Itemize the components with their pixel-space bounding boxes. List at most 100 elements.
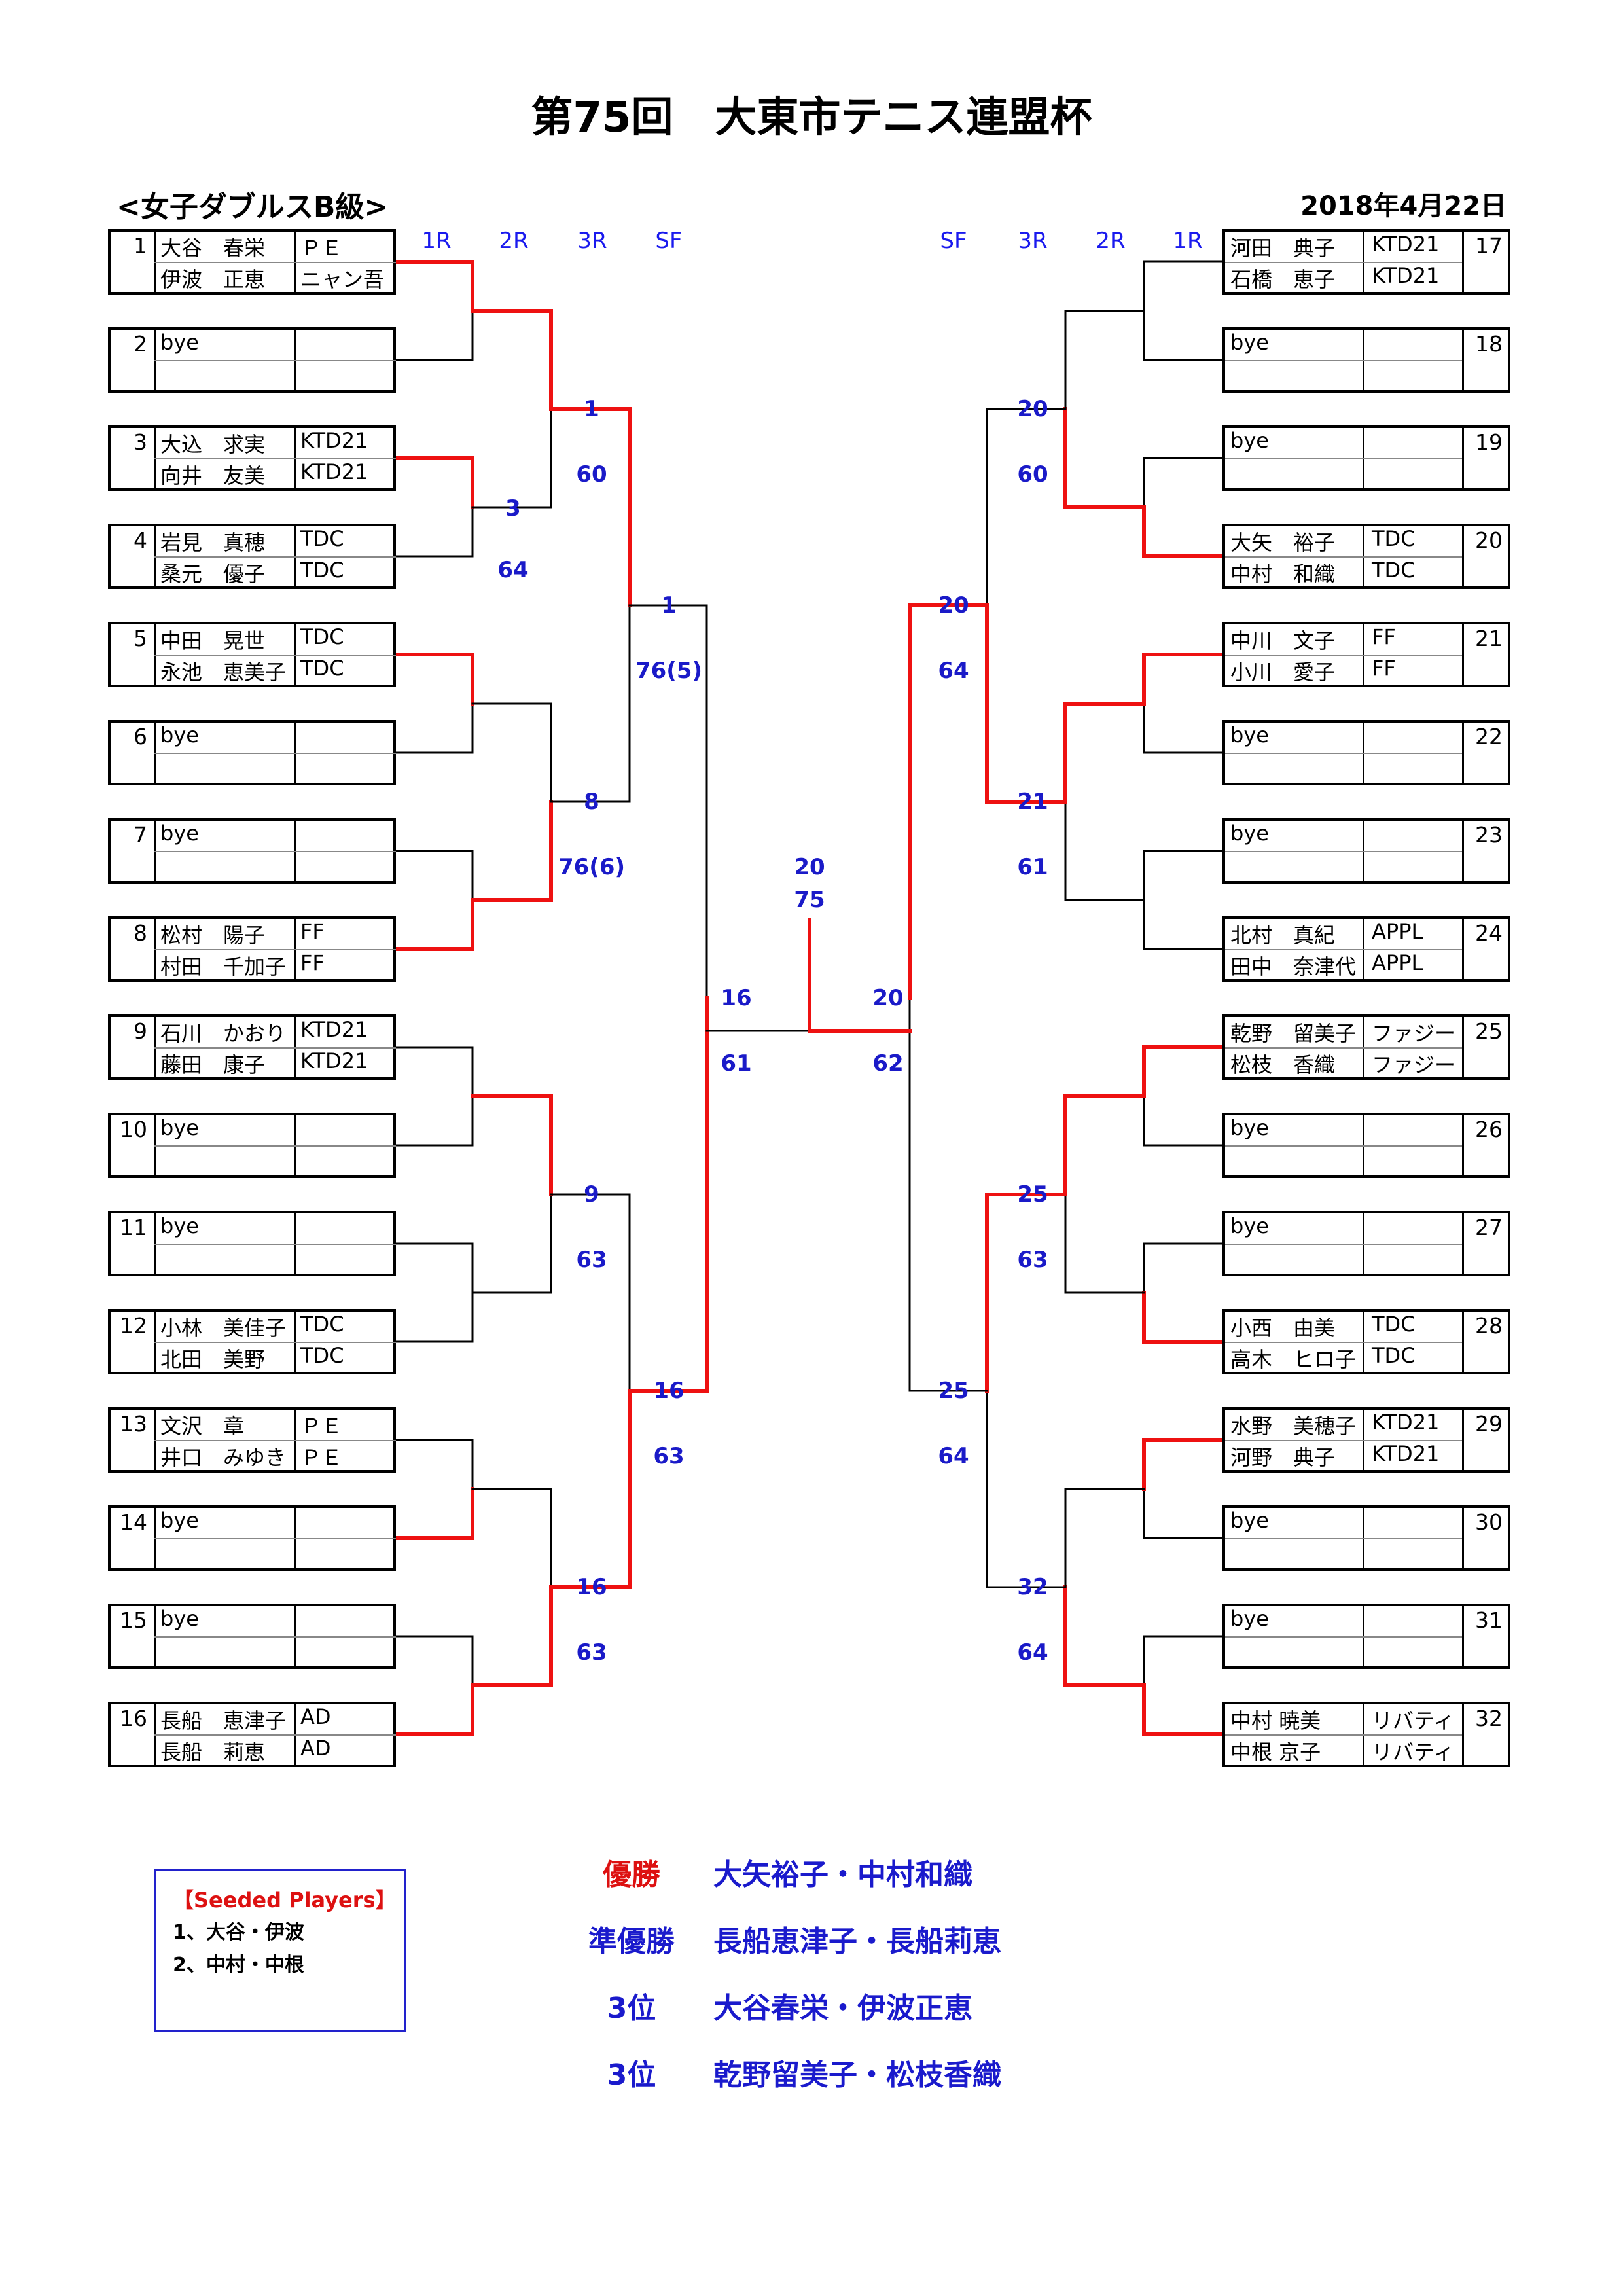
bracket-line [1143, 457, 1224, 509]
team-name [296, 754, 395, 784]
entry-number: 31 [1475, 1607, 1503, 1633]
winner-path-line [549, 407, 632, 607]
cell-divider [1462, 723, 1464, 783]
player-name: 向井 友美 [160, 463, 266, 488]
column-header: 1R [421, 228, 452, 254]
match-score: 63 [653, 1443, 685, 1469]
winner-path-line [394, 898, 474, 951]
winner-seed: 16 [721, 985, 752, 1011]
player-name: bye [160, 1606, 199, 1631]
team-name: ファジー [1372, 1021, 1456, 1046]
player-name: 藤田 康子 [160, 1052, 266, 1077]
winner-seed: 20 [872, 985, 904, 1011]
winner-seed: 3 [505, 495, 521, 522]
team-name: APPL [1372, 950, 1423, 975]
cell-divider [1462, 1213, 1464, 1274]
column-header: SF [940, 228, 967, 254]
player-name: 小林 美佳子 [160, 1316, 287, 1340]
player-name: bye [1230, 330, 1269, 355]
page-title: 第75回 大東市テニス連盟杯 [531, 94, 1092, 142]
player-name: 河田 典子 [1230, 236, 1336, 260]
bracket-line [1064, 1488, 1145, 1588]
bracket-line [395, 1291, 474, 1343]
team-name: ＰＥ [300, 1445, 343, 1470]
winner-seed: 16 [653, 1378, 685, 1404]
row-divider [154, 1734, 396, 1736]
player-name: 岩見 真穂 [160, 530, 266, 555]
team-name [296, 1539, 395, 1570]
team-name [1368, 1539, 1466, 1570]
draw-entry: bye 18 [1222, 327, 1510, 393]
player-name [1226, 1147, 1363, 1177]
entry-number: 25 [1475, 1018, 1503, 1044]
player-name: bye [1230, 428, 1269, 453]
winner-path-line [1063, 1094, 1146, 1196]
winner-seed: 20 [938, 592, 969, 619]
team-name: KTD21 [1372, 263, 1440, 288]
entry-number: 21 [1475, 626, 1503, 651]
bracket-line [395, 1095, 474, 1147]
row-divider [1225, 753, 1462, 754]
entry-number: 8 [134, 920, 147, 946]
player-name: 長船 恵津子 [160, 1708, 287, 1733]
result-label: 準優勝 [588, 1925, 675, 1958]
bracket-line [1143, 899, 1224, 950]
player-name [1226, 852, 1363, 882]
team-name: KTD21 [1372, 232, 1440, 257]
team-name [1368, 428, 1466, 458]
bracket-line [1143, 1488, 1224, 1539]
bracket-line [1064, 800, 1145, 901]
entry-number: 28 [1475, 1313, 1503, 1338]
player-name [156, 361, 293, 391]
player-name: 小川 愛子 [1230, 660, 1336, 685]
winner-seed: 21 [1017, 789, 1048, 815]
entry-number: 18 [1475, 331, 1503, 357]
player-name: 高木 ヒロ子 [1230, 1347, 1357, 1372]
team-name: AD [300, 1704, 331, 1729]
player-name: bye [160, 330, 199, 355]
team-name: TDC [300, 1312, 344, 1336]
team-name: TDC [300, 526, 344, 551]
entry-number: 15 [120, 1607, 147, 1633]
column-header: 3R [577, 228, 607, 254]
row-divider [1225, 851, 1462, 852]
player-name: bye [160, 1508, 199, 1533]
result-names: 大谷春栄・伊波正恵 [713, 1992, 972, 2025]
player-name: 中根 京子 [1230, 1740, 1321, 1765]
row-divider [154, 1636, 396, 1638]
row-divider [154, 1145, 396, 1147]
row-divider [154, 458, 396, 459]
player-name: bye [160, 821, 199, 846]
team-name [1368, 1147, 1466, 1177]
cell-divider [1462, 1410, 1464, 1470]
team-name [1368, 1115, 1466, 1145]
bracket-line [1143, 850, 1224, 901]
team-name: KTD21 [300, 428, 368, 453]
bracket-line [1143, 1242, 1224, 1294]
seeded-players-title: 【Seeded Players】 [173, 1888, 397, 1912]
bracket-line [395, 1046, 474, 1098]
team-name [1368, 821, 1466, 851]
player-name: 中川 文子 [1230, 628, 1336, 653]
row-divider [154, 949, 396, 950]
entry-number: 14 [120, 1509, 147, 1535]
match-score: 63 [576, 1640, 607, 1666]
bracket-line [550, 1193, 631, 1392]
row-divider [1225, 1734, 1462, 1736]
team-name [1368, 459, 1466, 490]
cell-divider [1462, 330, 1464, 390]
bracket-line [908, 997, 988, 1392]
entry-number: 32 [1475, 1706, 1503, 1731]
winner-seed: 1 [584, 396, 599, 422]
row-divider [1225, 1440, 1462, 1441]
player-name: 田中 奈津代 [1230, 954, 1357, 979]
row-divider [1225, 1244, 1462, 1245]
draw-entry: 14 bye [108, 1505, 396, 1571]
